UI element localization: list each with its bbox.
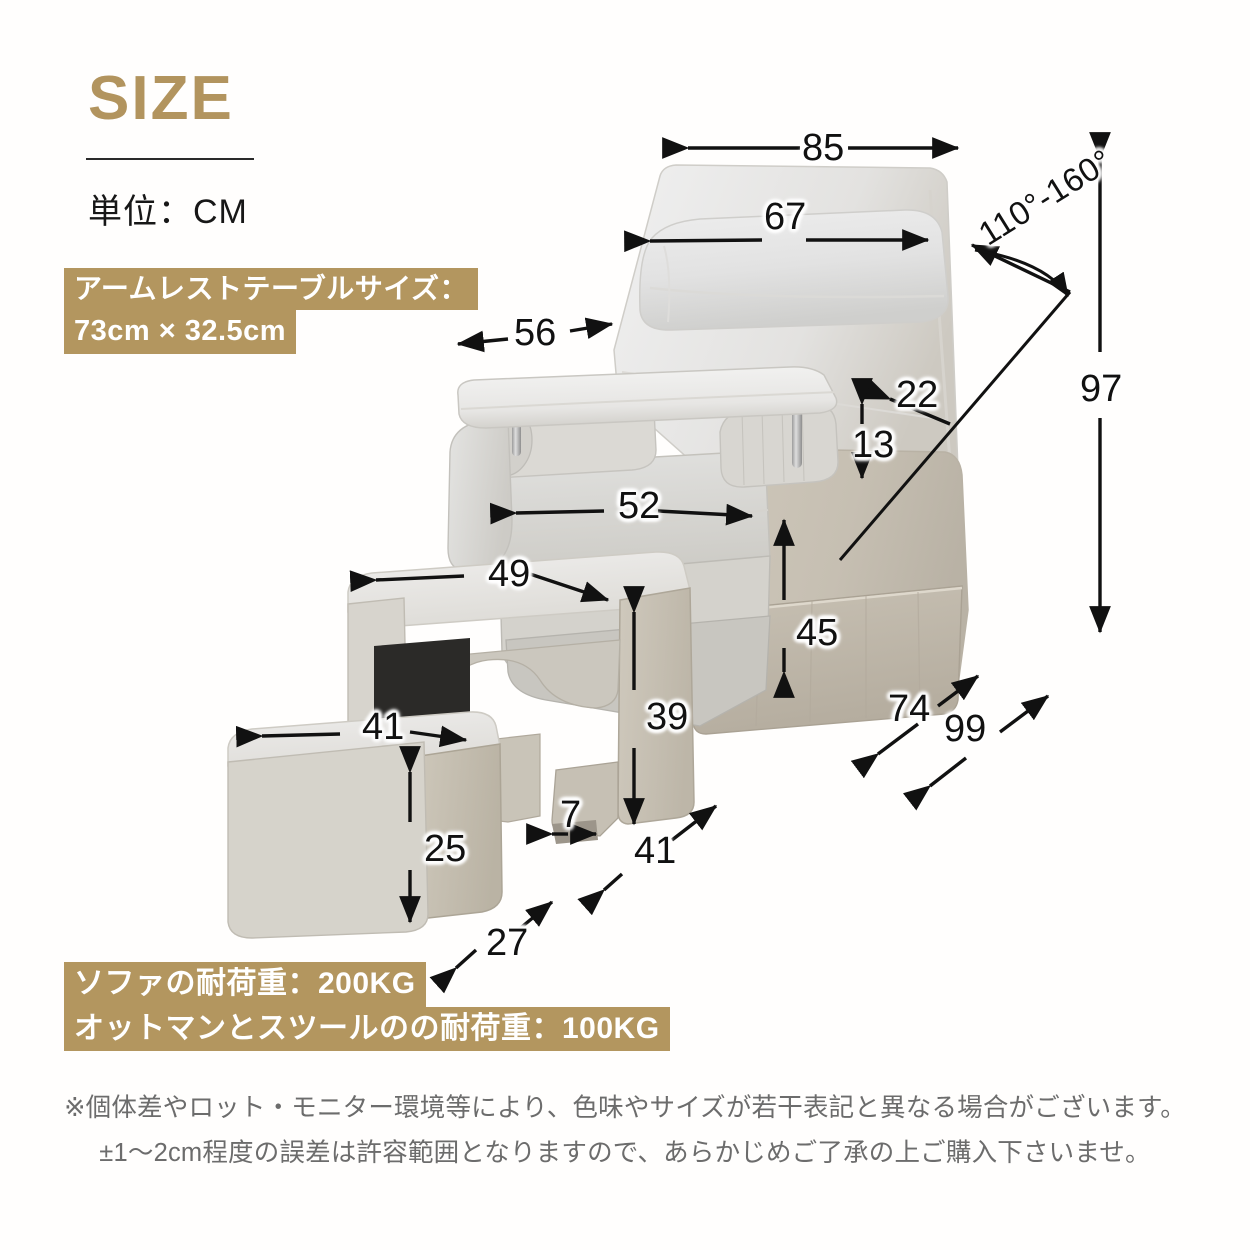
load-capacity-ottoman-stool: オットマンとスツールのの耐荷重：100KG xyxy=(64,1006,670,1052)
dimension-label-27: 27 xyxy=(486,922,529,964)
dimension-label-41-stool: 41 xyxy=(362,706,405,748)
footnote-line-1: ※個体差やロット・モニター環境等により、色味やサイズが若干表記と異なる場合がござ… xyxy=(64,1094,1186,1122)
dimension-label-13: 13 xyxy=(852,424,895,466)
dimension-label-45: 45 xyxy=(796,612,839,654)
load-capacity-sofa: ソファの耐荷重：200KG xyxy=(64,962,426,1007)
load-capacity-callout: ソファの耐荷重：200KG オットマンとスツールのの耐荷重：100KG xyxy=(64,962,670,1052)
page-title: SIZE xyxy=(88,64,234,133)
dimension-label-22: 22 xyxy=(896,374,939,416)
dimension-label-67: 67 xyxy=(764,196,807,238)
dimension-lines xyxy=(235,132,1111,994)
dimension-label-85: 85 xyxy=(802,127,845,169)
footnote-line-2: ±1〜2cm程度の誤差は許容範囲となりますので、あらかじめご了承の上ご購入下さい… xyxy=(99,1138,1151,1167)
armrest-table-callout: アームレストテーブルサイズ： 73cm × 32.5cm xyxy=(64,268,478,354)
dimension-label-39: 39 xyxy=(646,696,689,738)
unit-label: 単位：CM xyxy=(88,193,248,231)
footnote: ※個体差やロット・モニター環境等により、色味やサイズが若干表記と異なる場合がござ… xyxy=(0,1086,1250,1175)
dimension-label-52: 52 xyxy=(618,485,661,527)
dimension-label-97: 97 xyxy=(1080,368,1123,410)
title-divider xyxy=(86,158,254,160)
dimension-label-41-ottoman: 41 xyxy=(634,830,677,872)
dimension-label-99: 99 xyxy=(944,708,987,750)
stool-illustration xyxy=(227,711,503,939)
armrest-table-callout-line1: アームレストテーブルサイズ： xyxy=(64,268,478,311)
dimension-label-74: 74 xyxy=(888,688,931,730)
dimension-label-49: 49 xyxy=(488,553,531,595)
dimension-label-7: 7 xyxy=(560,794,582,836)
dimension-label-25: 25 xyxy=(424,828,467,870)
dimension-label-56: 56 xyxy=(514,312,557,354)
armrest-table-callout-line2: 73cm × 32.5cm xyxy=(64,310,297,354)
